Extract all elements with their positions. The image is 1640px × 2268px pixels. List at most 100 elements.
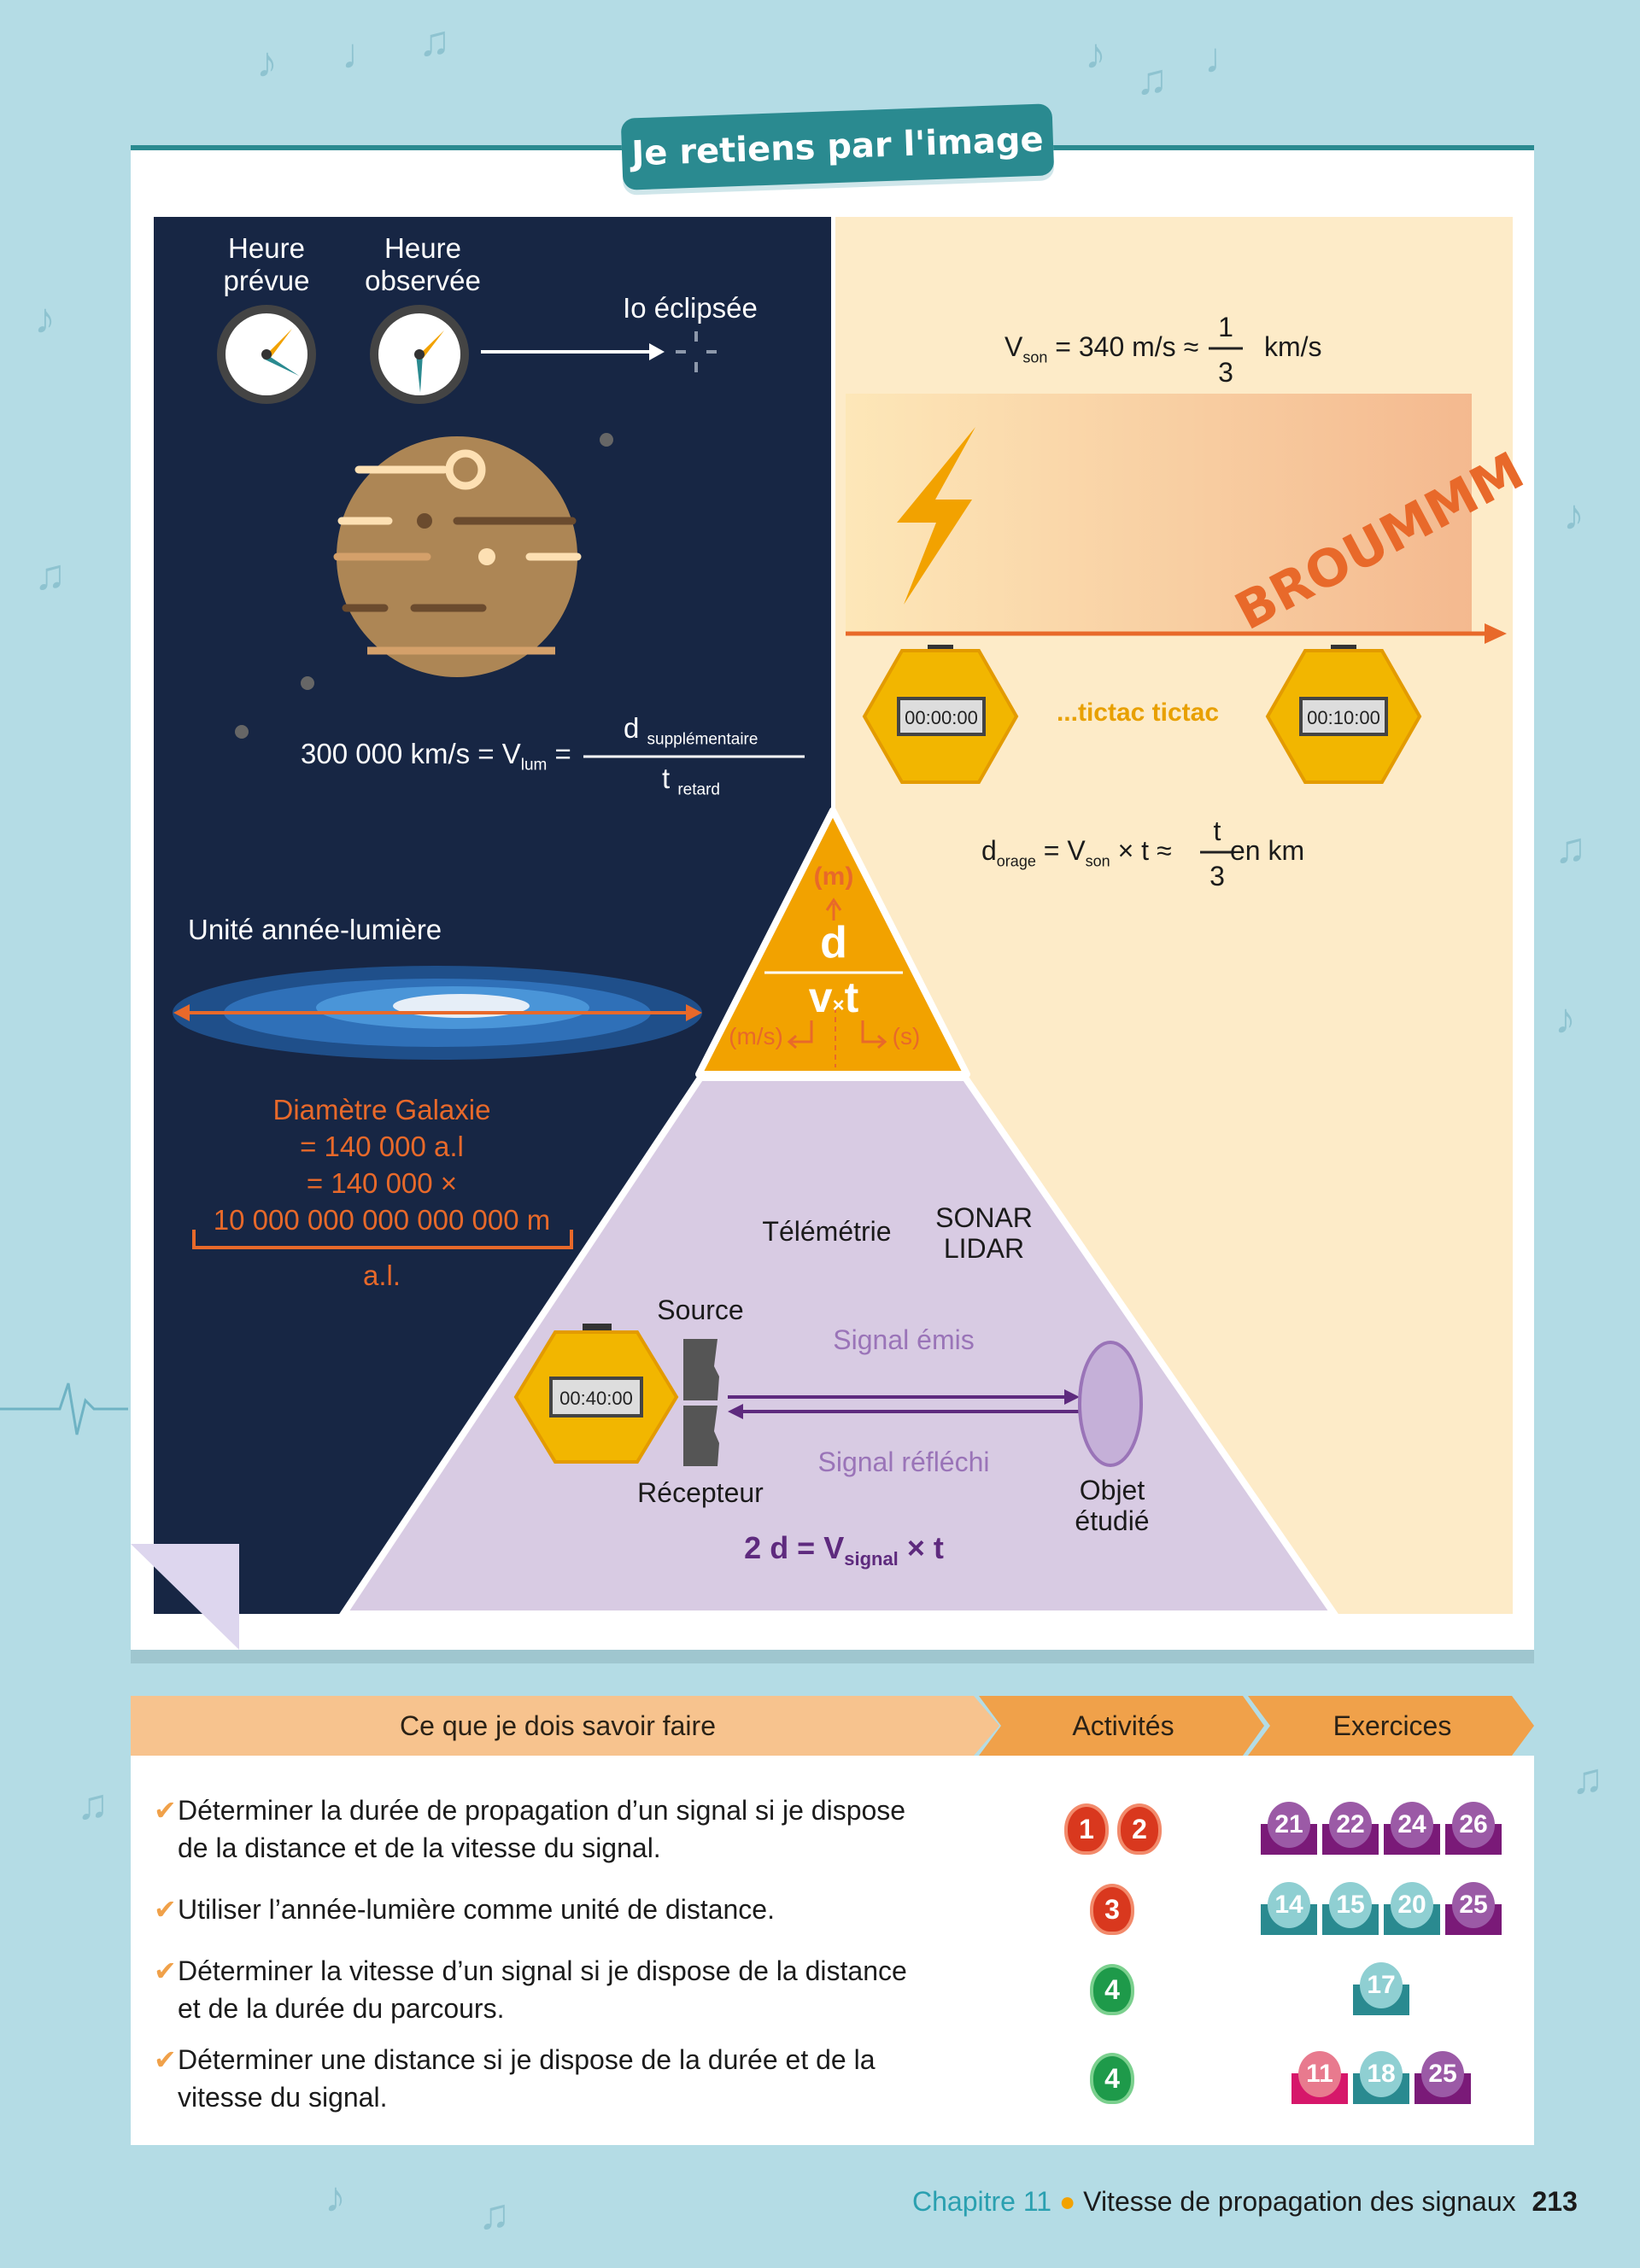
stopwatch-3-icon: 00:40:00 [513, 1324, 679, 1464]
lightning-icon [897, 427, 975, 605]
svg-text:♪: ♪ [1563, 491, 1584, 539]
exercise-number: 25 [1421, 2051, 1464, 2097]
vson-numerator: 1 [1218, 312, 1233, 342]
header-exercises: Exercices [1332, 1710, 1452, 1741]
tictac-text: ...tictac tictac [1056, 699, 1220, 727]
galaxy-diameter-text: Diamètre Galaxie= 140 000 a.l= 140 000 ×… [213, 1094, 551, 1236]
check-icon: ✔ [154, 1955, 177, 1986]
light-year-title: Unité année-lumière [188, 914, 442, 945]
exercise-badge[interactable]: 26 [1445, 1802, 1502, 1855]
formula-numerator: d supplémentaire [624, 712, 758, 749]
dorage-numerator: t [1213, 815, 1221, 846]
exercise-badge[interactable]: 20 [1384, 1882, 1440, 1935]
signal-arrows [728, 1389, 1080, 1419]
stopwatch-1-icon: 00:00:00 [862, 645, 1019, 784]
vson-denominator: 3 [1218, 357, 1233, 388]
bullet-icon: ● [1058, 2186, 1076, 2217]
triangle-v-times-t: v×t [808, 973, 859, 1021]
exercise-badge[interactable]: 21 [1261, 1802, 1317, 1855]
exercise-badge[interactable]: 15 [1322, 1882, 1379, 1935]
exercise-number: 17 [1360, 1962, 1403, 2008]
unit-time: (s) [892, 1023, 921, 1049]
header-bar-exercises [1248, 1696, 1534, 1756]
dorage-unit: en km [1230, 835, 1305, 866]
page-number: 213 [1532, 2186, 1578, 2217]
activity-badge[interactable]: 3 [1090, 1884, 1134, 1935]
folded-corner [131, 1544, 239, 1650]
moons-icon [235, 433, 613, 739]
exercise-badge[interactable]: 17 [1353, 1962, 1409, 2015]
unit-speed: (m/s) [729, 1023, 783, 1049]
svg-text:♪: ♪ [325, 2173, 346, 2221]
skill-row: ✔Déterminer une distance si je dispose d… [154, 2041, 876, 2116]
exercise-badge[interactable]: 18 [1353, 2051, 1409, 2104]
header-bar-skills [131, 1696, 999, 1756]
clock-expected-icon [217, 305, 316, 404]
galaxy-bracket [192, 1230, 573, 1249]
header-skills: Ce que je dois savoir faire [400, 1710, 716, 1741]
svg-text:♫: ♫ [1136, 56, 1168, 103]
exercise-badge[interactable]: 25 [1445, 1882, 1502, 1935]
exercise-number: 18 [1360, 2051, 1403, 2097]
skill-text: Déterminer une distance si je dispose de… [178, 2044, 876, 2075]
skill-text: Déterminer la vitesse d’un signal si je … [178, 1955, 907, 1986]
echo-formula: 2 d = Vsignal × t [744, 1530, 944, 1570]
time-arrow-head [1485, 623, 1507, 644]
exercise-badge[interactable]: 25 [1414, 2051, 1471, 2104]
music-notes-decoration: ♪♩♫ ♪♫♩ ♪♫♪ ♫♪♫ ♪♫♫ [34, 17, 1604, 2238]
stopwatch-1-display: 00:00:00 [905, 707, 978, 728]
jupiter-icon [333, 436, 582, 677]
exercise-badge[interactable]: 24 [1384, 1802, 1440, 1855]
formula-denominator: t retard [662, 763, 720, 799]
exercise-badge[interactable]: 11 [1292, 2051, 1348, 2104]
triangle-d: d [820, 918, 847, 967]
source-receiver-icon [683, 1339, 719, 1466]
vson-unit: km/s [1264, 331, 1322, 362]
arrow-down-left-icon [787, 1020, 813, 1049]
stopwatch-3-display: 00:40:00 [559, 1388, 633, 1409]
clock-observed-icon [370, 305, 469, 404]
signal-reflected-label: Signal réfléchi [817, 1447, 990, 1477]
skill-text: Déterminer la durée de propagation d’un … [178, 1795, 906, 1826]
arrow-down-right-icon [861, 1020, 887, 1049]
skill-row: ✔Déterminer la vitesse d’un signal si je… [154, 1952, 907, 2027]
signal-emitted-label: Signal émis [833, 1324, 975, 1355]
exercise-number: 22 [1329, 1802, 1372, 1848]
skill-text: de la distance et de la vitesse du signa… [178, 1833, 661, 1863]
dorage-denominator: 3 [1210, 861, 1225, 891]
studied-object-icon [1078, 1341, 1143, 1467]
exercise-number: 20 [1391, 1882, 1433, 1928]
exercise-badge[interactable]: 22 [1322, 1802, 1379, 1855]
check-icon: ✔ [154, 1894, 177, 1925]
exercise-number: 15 [1329, 1882, 1372, 1928]
footer-chapter: Chapitre 11 [912, 2186, 1052, 2217]
sound-speed-formula: Vson = 340 m/s ≈ [1004, 331, 1199, 366]
header-bar-activities [979, 1696, 1264, 1756]
skill-text: vitesse du signal. [178, 2082, 388, 2113]
exercise-number: 25 [1452, 1882, 1495, 1928]
skill-text: Utiliser l’année-lumière comme unité de … [178, 1894, 775, 1925]
arrow-to-io [481, 343, 665, 360]
svg-text:♩: ♩ [1204, 34, 1247, 82]
exercise-number: 11 [1298, 2051, 1341, 2097]
activity-badge[interactable]: 2 [1117, 1803, 1162, 1855]
svg-text:♫: ♫ [478, 2190, 511, 2238]
unit-distance: (m) [813, 862, 854, 891]
title-tab: Je retiens par l'image [620, 103, 1055, 190]
svg-text:♩: ♩ [342, 30, 384, 78]
io-eclipse-icon [676, 331, 717, 372]
activity-badge[interactable]: 4 [1090, 1964, 1134, 2015]
svg-text:♪: ♪ [34, 295, 56, 342]
activity-badge[interactable]: 1 [1064, 1803, 1109, 1855]
source-label: Source [657, 1295, 744, 1325]
light-speed-formula: 300 000 km/s = Vlum = [301, 738, 571, 775]
activity-badge[interactable]: 4 [1090, 2053, 1134, 2104]
signal-wave-decoration [0, 1382, 128, 1435]
receiver-label: Récepteur [637, 1477, 764, 1508]
exercise-badge[interactable]: 14 [1261, 1882, 1317, 1935]
skill-row: ✔Déterminer la durée de propagation d’un… [154, 1792, 906, 1867]
